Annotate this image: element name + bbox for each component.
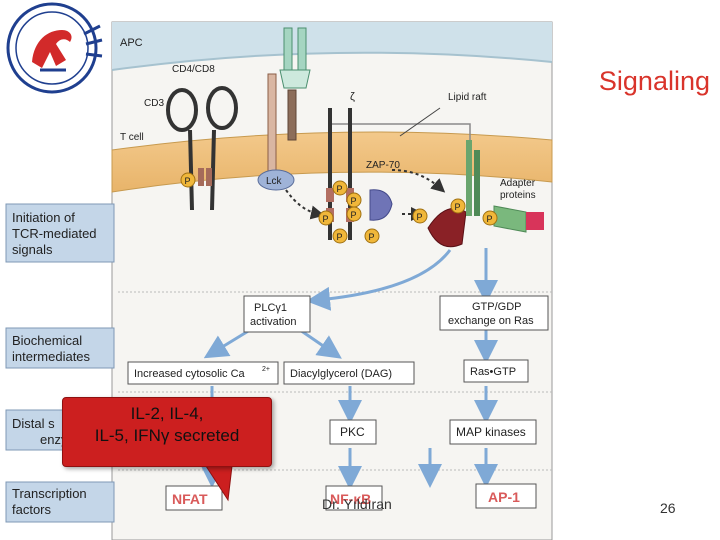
page-number: 26 (660, 500, 676, 516)
lipid-raft-label: Lipid raft (448, 92, 487, 103)
svg-text:TCR-mediated: TCR-mediated (12, 226, 97, 241)
cd4-label: CD4/CD8 (172, 64, 215, 75)
gtp-gdp-box: GTP/GDP exchange on Ras (439, 295, 549, 331)
svg-text:PLCγ1: PLCγ1 (254, 302, 287, 314)
phosphate-groups: P P P P P P P P P P (180, 172, 498, 244)
side-label-biochemical: Biochemical intermediates (5, 327, 115, 369)
zap70-label: ZAP-70 (366, 160, 400, 171)
adapter-label-2: proteins (500, 190, 536, 201)
cd3-complex (166, 86, 238, 211)
phospho-4: P (351, 210, 357, 220)
svg-text:signals: signals (12, 242, 53, 257)
svg-text:Distal s: Distal s (12, 416, 55, 431)
cd3-label: CD3 (144, 98, 164, 109)
side-label-transcription: Transcription factors (5, 481, 115, 523)
lck-label: Lck (266, 176, 283, 187)
apc-label: APC (120, 37, 143, 49)
zap70-kinase (369, 169, 446, 221)
phospho-5: P (323, 214, 329, 224)
svg-text:exchange on Ras: exchange on Ras (448, 315, 534, 327)
svg-text:GTP/GDP: GTP/GDP (472, 301, 522, 313)
svg-text:NFAT: NFAT (172, 491, 208, 507)
side-label-initiation: Initiation of TCR-mediated signals (5, 203, 115, 263)
svg-text:Biochemical: Biochemical (12, 333, 82, 348)
phospho-7: P (369, 232, 375, 242)
nfkb-box: NF-κB (325, 485, 383, 511)
phospho-9: P (455, 202, 461, 212)
svg-text:AP-1: AP-1 (488, 489, 520, 505)
lck-kinase: Lck (257, 169, 325, 220)
svg-text:factors: factors (12, 502, 52, 517)
phospho-6: P (337, 232, 343, 242)
phospho-1: P (185, 176, 191, 186)
footer-author: Dr. Yıldıran (322, 496, 392, 512)
phospho-3: P (351, 196, 357, 206)
nfat-box: NFAT (165, 485, 223, 511)
svg-text:NF-κB: NF-κB (330, 491, 371, 507)
svg-text:Increased cytosolic Ca: Increased cytosolic Ca (134, 368, 246, 380)
pkc-box: PKC (329, 419, 377, 445)
phospho-2: P (337, 184, 343, 194)
slide-title: Signaling (598, 66, 710, 96)
zeta-label: ζ (350, 91, 355, 103)
svg-text:MAP kinases: MAP kinases (456, 425, 526, 439)
svg-text:enzy: enzy (40, 432, 68, 447)
plc-box: PLCγ1 activation (243, 295, 311, 333)
ras-gtp-box: Ras•GTP (463, 359, 529, 383)
svg-text:activation: activation (250, 316, 296, 328)
svg-text:Ras•GTP: Ras•GTP (470, 366, 516, 378)
phospho-10: P (487, 214, 493, 224)
adapter-label-1: Adapter (500, 178, 536, 189)
phospho-8: P (417, 212, 423, 222)
dag-box: Diacylglycerol (DAG) (283, 361, 415, 385)
tcell-label: T cell (120, 132, 144, 143)
callout-line-2: IL-5, IFNγ secreted (94, 426, 240, 445)
pathway-arrows (200, 248, 498, 490)
university-logo (6, 2, 103, 94)
cytokine-callout: IL-2, IL-4, IL-5, IFNγ secreted (62, 397, 272, 467)
svg-text:Diacylglycerol (DAG): Diacylglycerol (DAG) (290, 368, 392, 380)
adapter-proteins (427, 140, 544, 248)
callout-line-1: IL-2, IL-4, (130, 404, 204, 423)
svg-text:Transcription: Transcription (12, 486, 87, 501)
svg-text:intermediates: intermediates (12, 349, 91, 364)
ap1-box: AP-1 (475, 483, 537, 509)
svg-text:PKC: PKC (340, 425, 365, 439)
map-kinases-box: MAP kinases (449, 419, 537, 445)
svg-text:2+: 2+ (262, 366, 270, 373)
svg-text:Initiation of: Initiation of (12, 210, 75, 225)
calcium-box: Increased cytosolic Ca 2+ (127, 361, 279, 385)
